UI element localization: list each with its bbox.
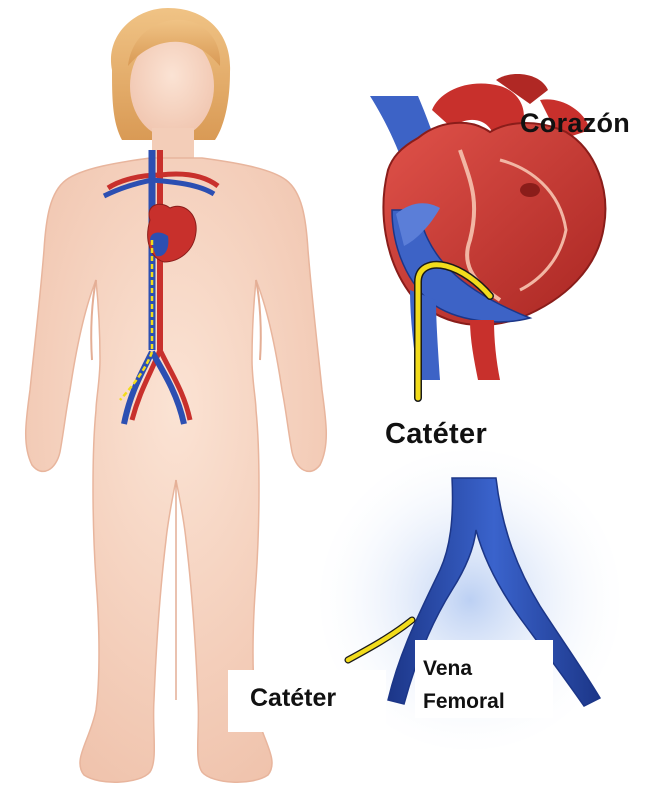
catheter-label-bottom-text: Catéter xyxy=(250,684,336,712)
catheter-label-bottom: Catéter xyxy=(228,670,386,732)
catheter-label-top: Catéter xyxy=(385,418,487,451)
child-body-illustration xyxy=(26,8,327,782)
femoral-vein-label: Vena Femoral xyxy=(415,640,553,718)
heart-label: Corazón xyxy=(520,108,630,139)
vein-label-line2: Femoral xyxy=(423,685,553,718)
vein-label-line1: Vena xyxy=(423,652,553,685)
